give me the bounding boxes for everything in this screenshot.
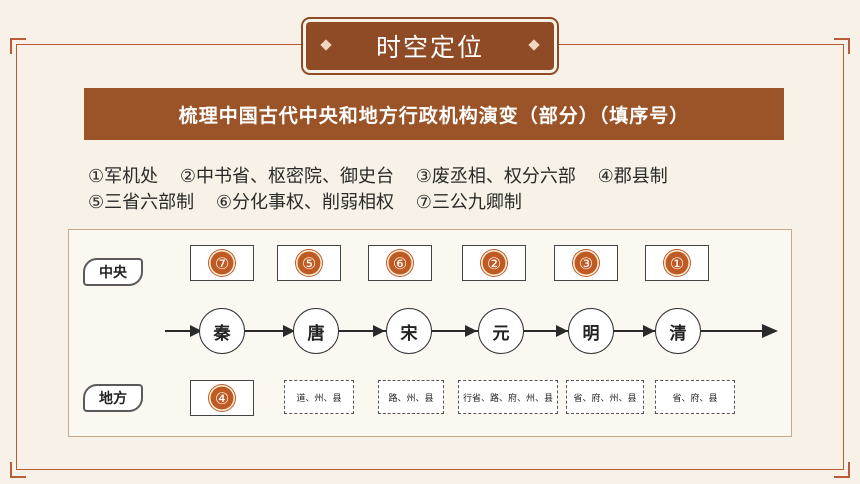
arrow-right-icon [556, 325, 568, 337]
answer-badge: ⑦ [209, 250, 235, 276]
central-answer-box-song[interactable]: ⑥ [368, 245, 432, 281]
arrow-right-icon [373, 325, 385, 337]
answer-badge: ⑥ [387, 250, 413, 276]
central-answer-box-qing[interactable]: ① [645, 245, 709, 281]
options-line-2: ⑤三省六部制 ⑥分化事权、削弱相权 ⑦三公九卿制 [88, 190, 684, 216]
arrow-right-icon [762, 324, 778, 338]
answer-badge: ④ [209, 385, 235, 411]
title-badge: 时空定位 [306, 22, 554, 70]
corner-ornament [10, 38, 26, 54]
central-label: 中央 [83, 258, 143, 286]
local-box-yuan: 行省、路、府、州、县 [458, 380, 558, 414]
answer-badge: ⑤ [296, 250, 322, 276]
local-label: 地方 [83, 384, 143, 412]
corner-ornament [834, 462, 850, 478]
dynasty-node-ming: 明 [568, 308, 614, 354]
option-5: ⑤三省六部制 [88, 192, 195, 213]
option-6: ⑥分化事权、削弱相权 [215, 192, 395, 213]
local-box-song: 路、州、县 [378, 380, 444, 414]
option-2: ②中书省、枢密院、御史台 [179, 166, 395, 187]
options-line-1: ①军机处 ②中书省、枢密院、御史台 ③废丞相、权分六部 ④郡县制 [88, 164, 684, 190]
dynasty-node-qin: 秦 [199, 308, 245, 354]
header-text: 梳理中国古代中央和地方行政机构演变（部分）（填序号） [178, 104, 690, 127]
dynasty-node-song: 宋 [386, 308, 432, 354]
options-list: ①军机处 ②中书省、枢密院、御史台 ③废丞相、权分六部 ④郡县制 ⑤三省六部制 … [88, 164, 684, 216]
option-4: ④郡县制 [597, 166, 668, 187]
timeline-axis [165, 330, 763, 332]
corner-ornament [834, 38, 850, 54]
local-box-qing: 省、府、县 [655, 380, 735, 414]
arrow-right-icon [643, 325, 655, 337]
central-answer-box-tang[interactable]: ⑤ [277, 245, 341, 281]
corner-ornament [10, 462, 26, 478]
diamond-icon [528, 39, 540, 51]
central-answer-box-qin[interactable]: ⑦ [190, 245, 254, 281]
central-answer-box-yuan[interactable]: ② [462, 245, 526, 281]
dynasty-node-yuan: 元 [478, 308, 524, 354]
arrow-right-icon [465, 325, 477, 337]
dynasty-node-tang: 唐 [293, 308, 339, 354]
answer-badge: ② [481, 250, 507, 276]
local-box-ming: 省、府、州、县 [566, 380, 644, 414]
option-1: ①军机处 [88, 166, 159, 187]
arrow-right-icon [283, 325, 295, 337]
page-title: 时空定位 [375, 33, 484, 62]
answer-badge: ③ [573, 250, 599, 276]
option-3: ③废丞相、权分六部 [415, 166, 576, 187]
answer-badge: ① [664, 250, 690, 276]
header-bar: 梳理中国古代中央和地方行政机构演变（部分）（填序号） [84, 88, 784, 140]
local-box-tang: 道、州、县 [284, 380, 354, 414]
central-answer-box-ming[interactable]: ③ [554, 245, 618, 281]
dynasty-node-qing: 清 [655, 308, 701, 354]
diamond-icon [320, 39, 332, 51]
local-answer-box-qin[interactable]: ④ [190, 380, 254, 416]
option-7: ⑦三公九卿制 [415, 192, 522, 213]
